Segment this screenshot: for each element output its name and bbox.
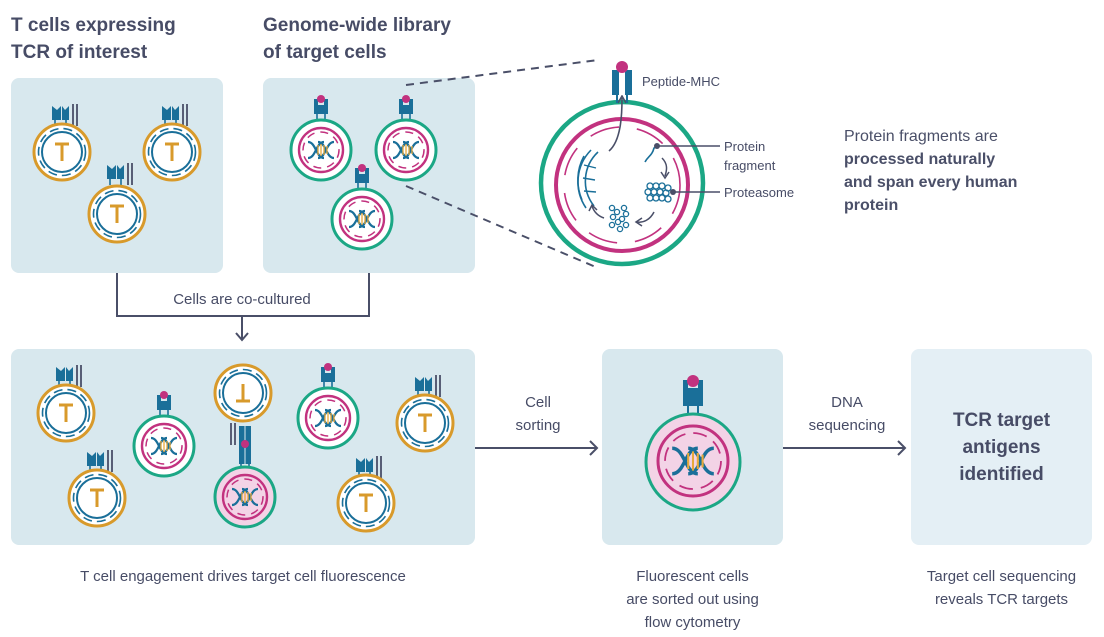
zoom-line-bottom — [405, 185, 599, 269]
coculture-bracket — [116, 273, 370, 340]
caption-line: Fluorescent cells — [636, 568, 749, 585]
peptide-mhc-label: Peptide-MHC — [642, 74, 721, 89]
t-cell — [395, 374, 455, 453]
caption-line: flow cytometry — [644, 614, 741, 631]
t-cell — [36, 364, 96, 443]
result-title: TCR target antigens identified — [911, 407, 1092, 488]
target-cell — [291, 94, 351, 180]
result-line: antigens — [962, 437, 1041, 458]
sorting-caption: Fluorescent cells are sorted out using f… — [582, 565, 803, 634]
processing-description: Protein fragments are processed naturall… — [844, 125, 1017, 217]
library-heading: Genome-wide library of target cells — [263, 12, 451, 66]
dna-sequencing-label: DNA sequencing — [790, 391, 904, 437]
coculture-label: Cells are co-cultured — [173, 291, 311, 308]
label-line: sorting — [515, 417, 561, 434]
target-cell — [134, 390, 194, 476]
label-line: DNA — [831, 394, 863, 411]
t-cell — [336, 455, 396, 533]
proteasome-icon — [644, 182, 672, 203]
heading-line: T cells expressing — [11, 15, 176, 36]
label-line: Protein — [724, 139, 766, 154]
zoomed-target-cell — [538, 61, 706, 267]
t-cell — [67, 449, 127, 528]
t-cells-heading: T cells expressing TCR of interest — [11, 12, 176, 66]
zoom-line-top — [405, 59, 599, 86]
description-bold-line: processed naturally — [844, 151, 996, 168]
label-line: Cell — [525, 394, 551, 411]
sequencing-caption: Target cell sequencing reveals TCR targe… — [896, 565, 1104, 611]
dna-sequencing-arrow — [783, 440, 907, 456]
target-cell — [376, 94, 436, 180]
cell-sorting-label: Cell sorting — [496, 391, 580, 437]
caption-line: reveals TCR targets — [934, 591, 1069, 608]
description-line: Protein fragments are — [844, 128, 998, 145]
caption-line: are sorted out using — [626, 591, 759, 608]
proteasome-label: Proteasome — [724, 185, 795, 200]
target-cell — [298, 362, 358, 448]
peptides-icon — [608, 204, 630, 233]
heading-line: of target cells — [263, 42, 387, 63]
description-bold-line: protein — [844, 197, 899, 214]
t-cell — [142, 103, 202, 182]
cell-sorting-arrow — [475, 440, 599, 456]
heading-line: Genome-wide library — [263, 15, 451, 36]
engaged-t-cell — [213, 363, 273, 464]
coculture-arrow-head — [235, 332, 249, 342]
result-line: TCR target — [952, 410, 1051, 431]
result-line: identified — [959, 464, 1044, 485]
sorted-fluorescent-cell — [644, 375, 742, 512]
engagement-caption: T cell engagement drives target cell flu… — [80, 568, 406, 585]
target-cell — [332, 163, 392, 249]
t-cell — [32, 103, 92, 182]
protein-fragment-label: Protein fragment — [724, 137, 775, 175]
label-line: sequencing — [808, 417, 886, 434]
heading-line: TCR of interest — [11, 42, 148, 63]
caption-line: Target cell sequencing — [926, 568, 1077, 585]
description-bold-line: and span every human — [844, 174, 1018, 191]
result-panel — [911, 349, 1092, 545]
t-cell — [87, 162, 147, 244]
label-line: fragment — [724, 158, 776, 173]
fluorescent-target-cell — [215, 464, 275, 527]
